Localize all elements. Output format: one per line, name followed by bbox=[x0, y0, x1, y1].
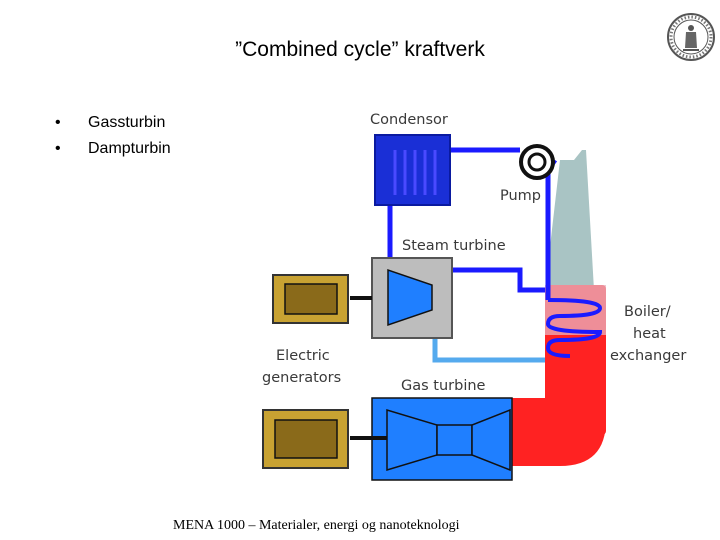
bullet-item: • Gassturbin bbox=[55, 112, 171, 138]
label-boiler-line1: Boiler/ bbox=[624, 304, 671, 320]
generator-1-core bbox=[284, 283, 338, 315]
hot-gas-duct bbox=[505, 380, 606, 466]
exhaust-stack bbox=[545, 150, 594, 290]
label-boiler-line2: heat bbox=[633, 326, 666, 342]
condensor-box bbox=[374, 134, 451, 206]
gas-turbine-expander bbox=[471, 408, 511, 472]
bullet-list: • Gassturbin • Dampturbin bbox=[55, 112, 171, 164]
label-gas-turbine: Gas turbine bbox=[401, 378, 486, 394]
bullet-text: Dampturbin bbox=[88, 140, 171, 157]
condensor-coils bbox=[393, 150, 437, 195]
university-seal-icon bbox=[667, 13, 715, 61]
label-condensor: Condensor bbox=[370, 112, 448, 128]
bullet-text: Gassturbin bbox=[88, 114, 166, 131]
bullet-glyph: • bbox=[55, 140, 61, 157]
label-steam-turbine: Steam turbine bbox=[402, 238, 506, 254]
bullet-item: • Dampturbin bbox=[55, 138, 171, 164]
label-generators-line1: Electric bbox=[276, 348, 330, 364]
bullet-glyph: • bbox=[55, 114, 61, 131]
label-pump: Pump bbox=[500, 188, 541, 204]
gas-turbine-combustor bbox=[436, 424, 473, 456]
generator-2-core bbox=[274, 419, 338, 459]
boiler-coils bbox=[545, 298, 603, 358]
slide-footer: MENA 1000 – Materialer, energi og nanote… bbox=[173, 518, 460, 533]
slide-title: ”Combined cycle” kraftverk bbox=[235, 38, 485, 61]
boiler-top-gradient bbox=[545, 285, 606, 335]
label-generators-line2: generators bbox=[262, 370, 341, 386]
pump-impeller bbox=[527, 152, 547, 172]
steam-turbine-rotor bbox=[387, 268, 433, 327]
label-boiler-line3: exchanger bbox=[610, 348, 686, 364]
